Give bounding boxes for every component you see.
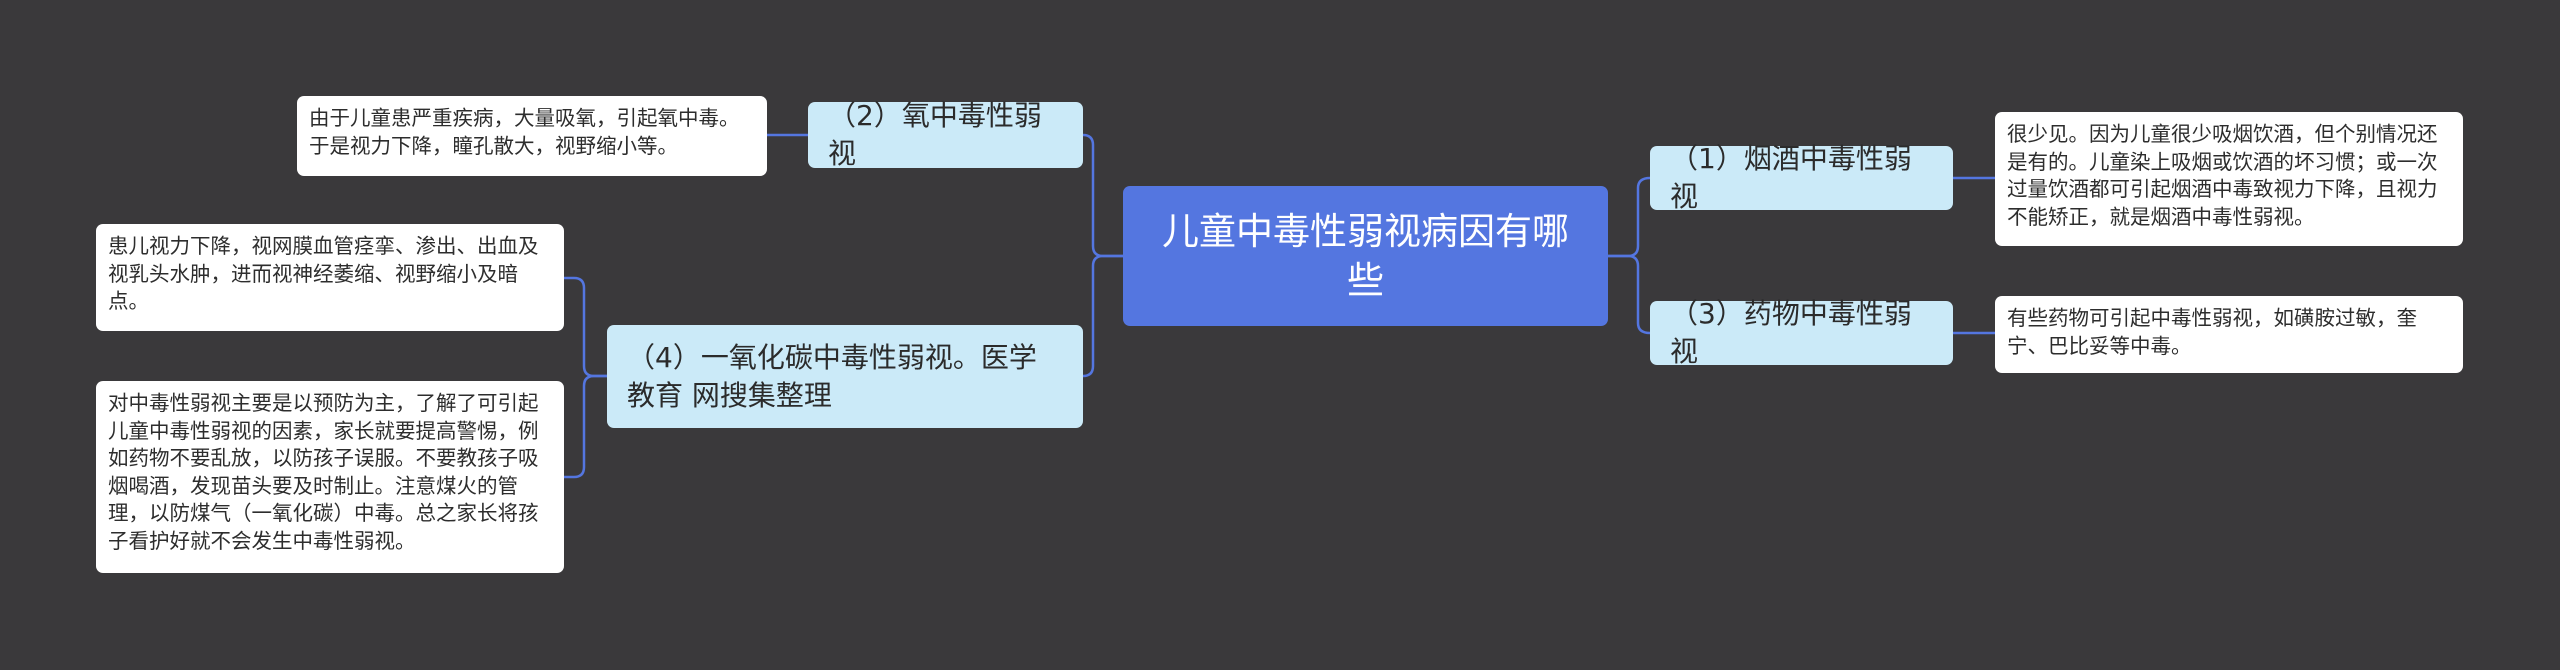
detail-text: 有些药物可引起中毒性弱视，如磺胺过敏，奎宁、巴比妥等中毒。 [2007, 306, 2417, 358]
connector-root-b2 [1081, 254, 1125, 378]
connector-root-b4 [1606, 254, 1652, 335]
detail-text: 对中毒性弱视主要是以预防为主，了解了可引起儿童中毒性弱视的因素，家长就要提高警惕… [108, 391, 539, 553]
detail-oxygen-toxicity[interactable]: 由于儿童患严重疾病，大量吸氧，引起氧中毒。于是视力下降，瞳孔散大，视野缩小等。 [297, 96, 767, 176]
branch-drug-toxicity[interactable]: （3）药物中毒性弱视 [1650, 297, 1953, 368]
branch-label: （3）药物中毒性弱视 [1670, 297, 1912, 368]
branch-tobacco-alcohol[interactable]: （1）烟酒中毒性弱视 [1650, 142, 1953, 213]
branch-label: （2）氧中毒性弱视 [828, 99, 1042, 170]
detail-prevention[interactable]: 对中毒性弱视主要是以预防为主，了解了可引起儿童中毒性弱视的因素，家长就要提高警惕… [96, 381, 564, 573]
root-topic-label: 儿童中毒性弱视病因有哪些 [1162, 210, 1569, 302]
connector-root-b3 [1606, 176, 1652, 258]
branch-carbon-monoxide[interactable]: （4）一氧化碳中毒性弱视。医学教育 网搜集整理 [607, 325, 1083, 428]
detail-co-symptoms[interactable]: 患儿视力下降，视网膜血管痉挛、渗出、出血及视乳头水肿，进而视神经萎缩、视野缩小及… [96, 224, 564, 331]
connector-b2-l2 [562, 276, 609, 378]
branch-label: （4）一氧化碳中毒性弱视。医学教育 网搜集整理 [627, 340, 1037, 412]
detail-tobacco-alcohol[interactable]: 很少见。因为儿童很少吸烟饮酒，但个别情况还是有的。儿童染上吸烟或饮酒的坏习惯；或… [1995, 112, 2463, 246]
branch-label: （1）烟酒中毒性弱视 [1670, 142, 1912, 213]
connector-b2-l3 [562, 374, 609, 479]
detail-text: 很少见。因为儿童很少吸烟饮酒，但个别情况还是有的。儿童染上吸烟或饮酒的坏习惯；或… [2007, 122, 2438, 229]
root-topic[interactable]: 儿童中毒性弱视病因有哪些 [1123, 186, 1608, 326]
detail-text: 患儿视力下降，视网膜血管痉挛、渗出、出血及视乳头水肿，进而视神经萎缩、视野缩小及… [108, 234, 539, 313]
branch-oxygen-toxicity[interactable]: （2）氧中毒性弱视 [808, 99, 1083, 170]
detail-drug-toxicity[interactable]: 有些药物可引起中毒性弱视，如磺胺过敏，奎宁、巴比妥等中毒。 [1995, 296, 2463, 373]
detail-text: 由于儿童患严重疾病，大量吸氧，引起氧中毒。于是视力下降，瞳孔散大，视野缩小等。 [309, 106, 740, 158]
connector-root-b1 [1081, 133, 1125, 258]
